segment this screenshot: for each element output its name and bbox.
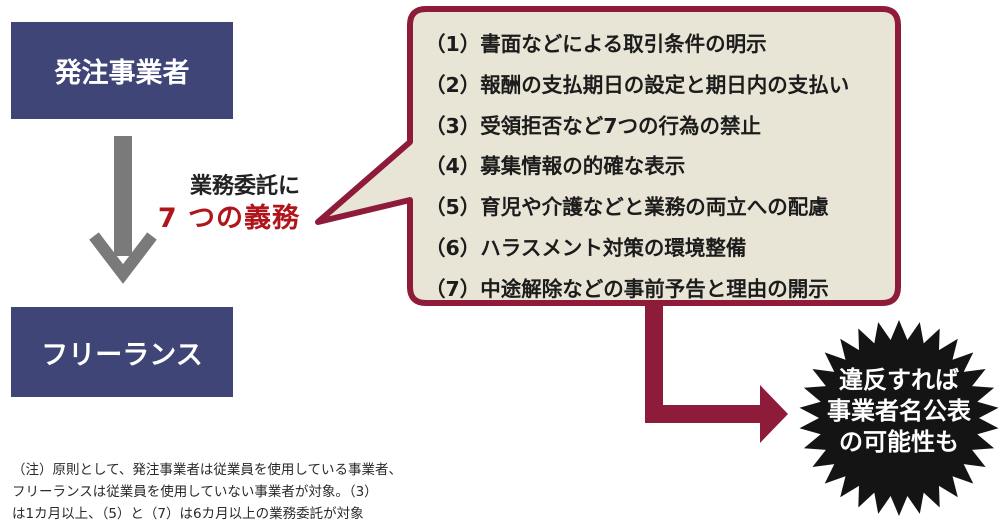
duty-caption-line1: 業務委託に [189, 174, 300, 199]
penalty-line3: の可能性も [839, 428, 959, 456]
duty-caption-line2: 7 つの義務 [157, 203, 300, 234]
penalty-line1: 違反すれば [839, 366, 959, 394]
list-item: （6）ハラスメント対策の環境整備 [425, 235, 747, 260]
footnote-line1: （注）原則として、発注事業者は従業員を使用している事業者、 [12, 462, 403, 478]
list-item: （7）中途解除などの事前予告と理由の開示 [425, 276, 829, 301]
list-item: （3）受領拒否など7つの行為の禁止 [425, 113, 762, 138]
list-item: （2）報酬の支払期日の設定と期日内の支払い [425, 72, 850, 97]
list-item: （1）書面などによる取引条件の明示 [425, 32, 767, 56]
freelancer-label: フリーランス [41, 339, 203, 371]
penalty-text: 違反すれば 事業者名公表 の可能性も [804, 365, 994, 458]
footnote: （注）原則として、発注事業者は従業員を使用している事業者、 フリーランスは従業員… [12, 459, 482, 525]
client-business-label: 発注事業者 [54, 58, 190, 89]
duty-caption: 業務委託に 7 つの義務 [120, 172, 300, 236]
footnote-line2: フリーランスは従業員を使用していない事業者が対象。（3） [12, 484, 378, 500]
list-item: （4）募集情報の的確な表示 [425, 154, 686, 179]
freelancer-box: フリーランス [11, 307, 233, 397]
list-item: （5）育児や介護などと業務の両立への配慮 [425, 195, 829, 220]
down-arrow-icon [89, 136, 157, 284]
client-business-box: 発注事業者 [11, 22, 233, 119]
penalty-line2: 事業者名公表 [827, 397, 971, 425]
duty-list: （1）書面などによる取引条件の明示 （2）報酬の支払期日の設定と期日内の支払い … [425, 24, 849, 310]
footnote-line3: は1カ月以上、（5）と（7）は6カ月以上の業務委託が対象 [12, 506, 364, 522]
